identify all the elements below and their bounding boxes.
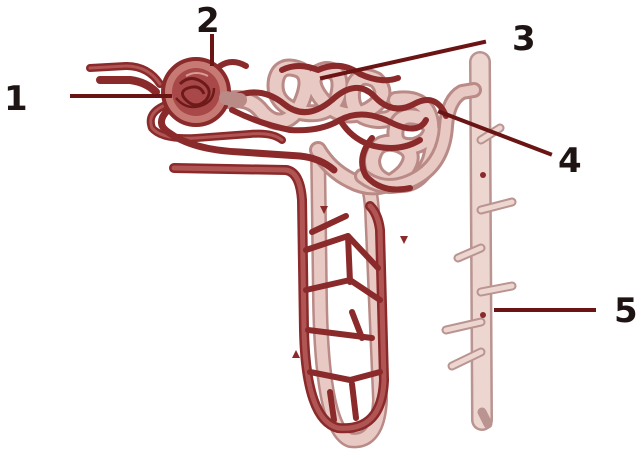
duct-dot-icon (480, 172, 486, 178)
label-5-text: 5 (614, 291, 638, 331)
label-4: 4 (440, 112, 582, 181)
label-5: 5 (496, 291, 638, 331)
label-3-text: 3 (512, 19, 536, 59)
down-arrow-icon (400, 236, 408, 244)
label-3: 3 (322, 19, 536, 78)
label-1-text: 1 (4, 79, 28, 119)
up-arrow-icon (292, 350, 300, 358)
label-2-text: 2 (196, 1, 220, 41)
label-2: 2 (196, 1, 220, 64)
label-4-text: 4 (558, 141, 582, 181)
glomerulus (172, 68, 220, 116)
duct-dot-icon (480, 312, 486, 318)
